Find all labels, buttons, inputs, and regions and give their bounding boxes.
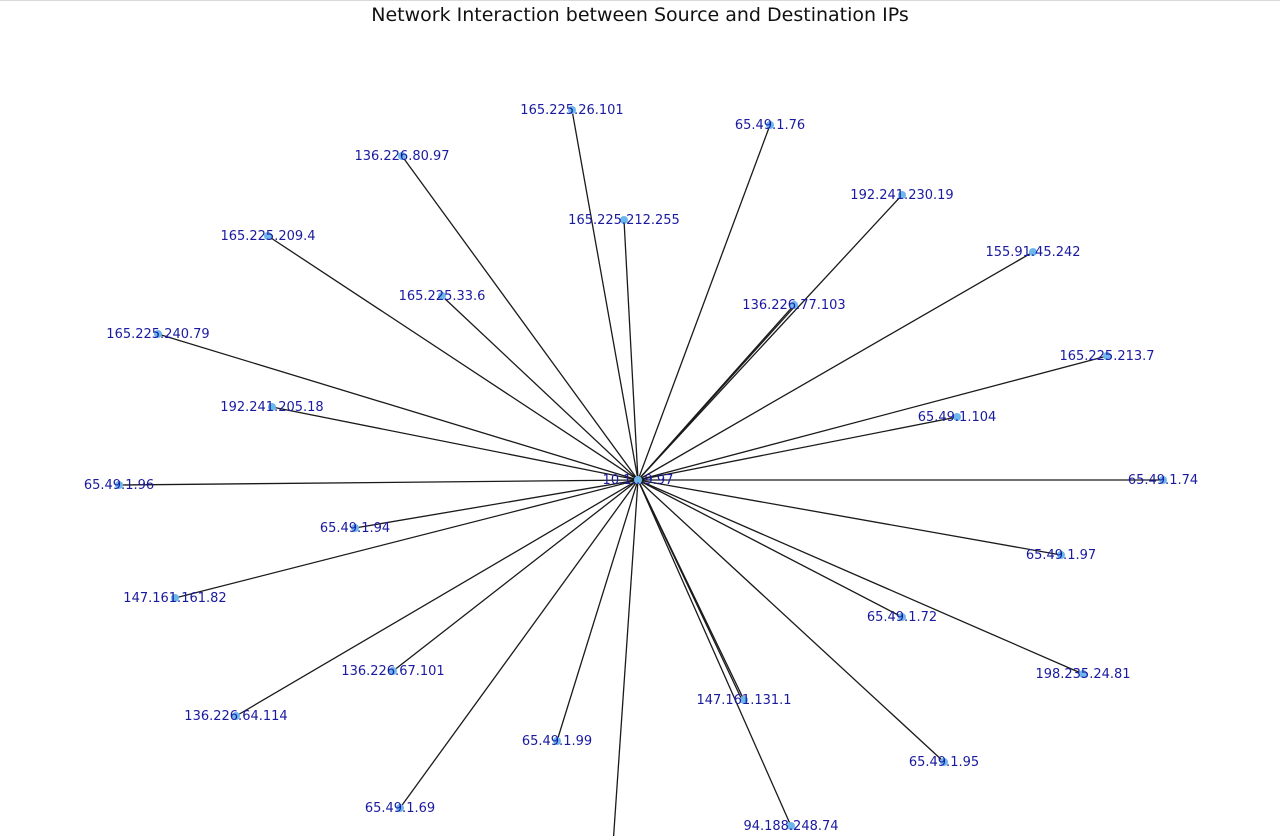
node-label-hub: 10.1…9.97 <box>603 473 674 488</box>
edge-n10 <box>157 333 639 481</box>
node-n16 <box>351 524 359 532</box>
node-label-n7: 165.225.209.4 <box>220 229 315 244</box>
node-n13 <box>953 413 961 421</box>
node-label-n19: 65.49.1.72 <box>867 610 937 625</box>
node-n14 <box>115 481 123 489</box>
node-n2 <box>766 121 774 129</box>
node-label-n2: 65.49.1.76 <box>735 118 805 133</box>
edge-n1 <box>571 109 639 481</box>
edge-n11 <box>637 355 1108 481</box>
node-label-n13: 65.49.1.104 <box>918 410 997 425</box>
node-label-n11: 165.225.213.7 <box>1059 349 1154 364</box>
edge-n23 <box>235 479 639 717</box>
edge-n8 <box>441 295 639 481</box>
edge-n19 <box>637 479 903 618</box>
node-n22 <box>740 696 748 704</box>
edge-n5 <box>623 219 639 481</box>
node-label-n9: 136.226.77.103 <box>742 298 845 313</box>
node-n7 <box>264 232 272 240</box>
node-n8 <box>438 292 446 300</box>
node-label-n8: 165.225.33.6 <box>399 289 486 304</box>
labels-layer: 165.225.26.101 65.49.1.76 136.226.80.97 192… <box>84 103 1198 834</box>
edge-n26 <box>399 479 639 809</box>
node-label-n1: 165.225.26.101 <box>520 103 623 118</box>
node-n25 <box>940 758 948 766</box>
node-label-n24: 65.49.1.99 <box>522 734 592 749</box>
edge-n16 <box>354 479 639 529</box>
edge-n18 <box>174 479 639 599</box>
node-n20 <box>1079 670 1087 678</box>
node-n24 <box>553 737 561 745</box>
nodes-layer <box>115 106 1167 830</box>
node-label-n14: 65.49.1.96 <box>84 478 154 493</box>
node-n26 <box>396 804 404 812</box>
edge-n6 <box>637 251 1034 481</box>
node-n10 <box>154 330 162 338</box>
node-n23 <box>232 712 240 720</box>
node-label-n6: 155.91.45.242 <box>985 245 1080 260</box>
edge-extra-0 <box>637 304 797 481</box>
top-border <box>0 0 1280 1</box>
node-n15 <box>1159 476 1167 484</box>
edge-n27 <box>637 479 792 827</box>
node-label-n21: 136.226.67.101 <box>341 664 444 679</box>
node-label-n3: 136.226.80.97 <box>354 149 449 164</box>
node-n9 <box>790 301 798 309</box>
node-label-n4: 192.241.230.19 <box>850 188 953 203</box>
node-label-n16: 65.49.1.94 <box>320 521 390 536</box>
edge-n3 <box>401 155 639 481</box>
node-label-n20: 198.235.24.81 <box>1035 667 1130 682</box>
edge-n20 <box>637 479 1084 675</box>
node-label-n18: 147.161.161.82 <box>123 591 226 606</box>
edge-n21 <box>392 479 639 672</box>
node-n19 <box>898 613 906 621</box>
node-label-n10: 165.225.240.79 <box>106 327 209 342</box>
node-n18 <box>171 594 179 602</box>
node-label-n27: 94.188.248.74 <box>743 819 838 834</box>
node-n12 <box>268 403 276 411</box>
edge-n24 <box>556 479 639 742</box>
node-label-n15: 65.49.1.74 <box>1128 473 1198 488</box>
edge-n7 <box>267 235 639 481</box>
edges-layer <box>118 109 1163 836</box>
node-n17 <box>1057 551 1065 559</box>
node-label-n25: 65.49.1.95 <box>909 755 979 770</box>
node-n27 <box>787 822 795 830</box>
node-n21 <box>389 667 397 675</box>
edge-n12 <box>271 406 639 481</box>
node-label-n5: 165.225.212.255 <box>568 213 680 228</box>
node-label-n23: 136.226.64.114 <box>184 709 287 724</box>
edge-n13 <box>637 416 958 481</box>
node-n3 <box>398 152 406 160</box>
node-label-n22: 147.161.131.1 <box>696 693 791 708</box>
edge-n14 <box>118 479 639 486</box>
node-n6 <box>1029 248 1037 256</box>
node-label-n12: 192.241.205.18 <box>220 400 323 415</box>
edge-extra-1 <box>637 479 743 701</box>
node-label-n17: 65.49.1.97 <box>1026 548 1096 563</box>
node-n11 <box>1103 352 1111 360</box>
node-hub <box>634 476 642 484</box>
edge-n28 <box>612 479 639 836</box>
edge-n25 <box>637 479 945 763</box>
edge-n2 <box>637 124 771 481</box>
edge-n17 <box>637 479 1062 556</box>
node-n1 <box>568 106 576 114</box>
node-n5 <box>620 216 628 224</box>
node-label-n26: 65.49.1.69 <box>365 801 435 816</box>
chart-title: Network Interaction between Source and D… <box>371 4 909 26</box>
node-n4 <box>898 191 906 199</box>
edge-n4 <box>637 194 903 481</box>
